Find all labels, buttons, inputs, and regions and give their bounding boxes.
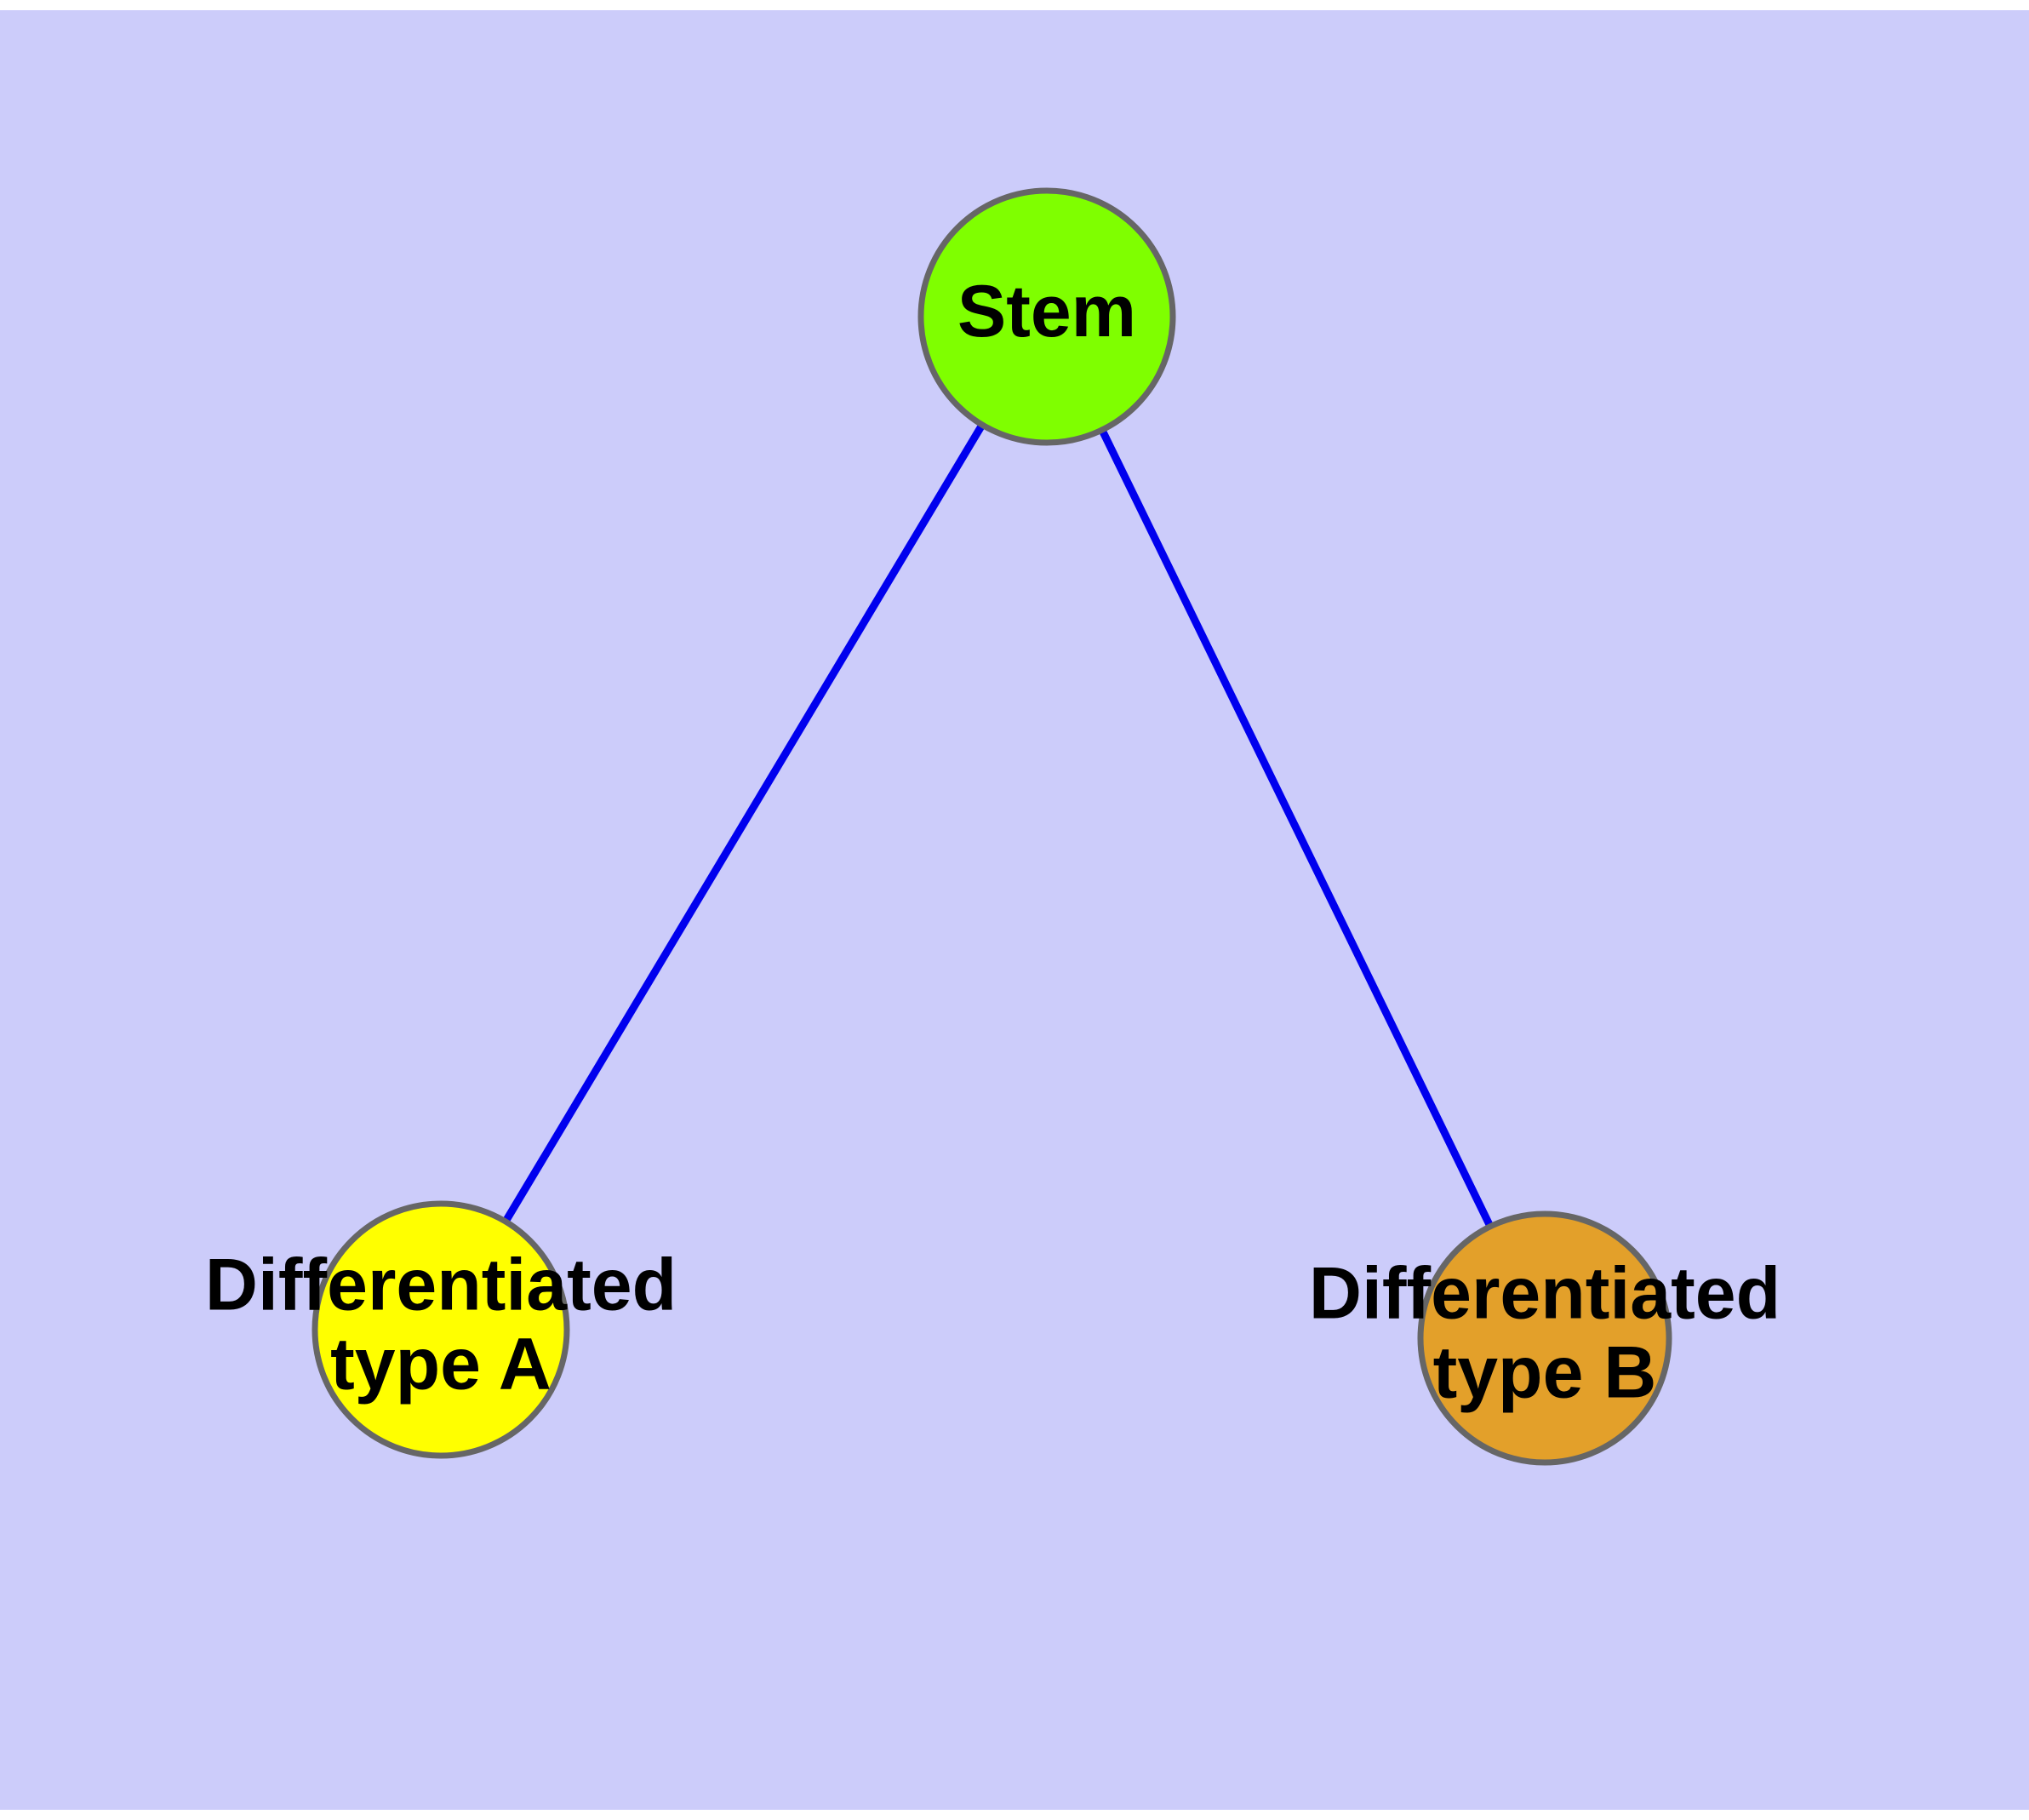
graph-node-stem[interactable] xyxy=(917,187,1176,446)
nodes-layer xyxy=(311,187,1672,1466)
edges-layer xyxy=(501,421,1495,1230)
graph-node-diff_b[interactable] xyxy=(1417,1210,1672,1466)
graph-edge-stem-to-diff_a[interactable] xyxy=(501,421,986,1226)
label-line: type A xyxy=(330,1323,552,1405)
graph-edge-stem-to-diff_b[interactable] xyxy=(1097,426,1495,1230)
label-line: type B xyxy=(1433,1331,1657,1413)
label-line: Stem xyxy=(957,271,1136,352)
graph-node-label-stem: Stem xyxy=(957,271,1136,352)
graph-node-diff_a[interactable] xyxy=(311,1200,570,1459)
label-line: Differentiated xyxy=(1309,1252,1780,1334)
label-line: Differentiated xyxy=(205,1244,677,1325)
